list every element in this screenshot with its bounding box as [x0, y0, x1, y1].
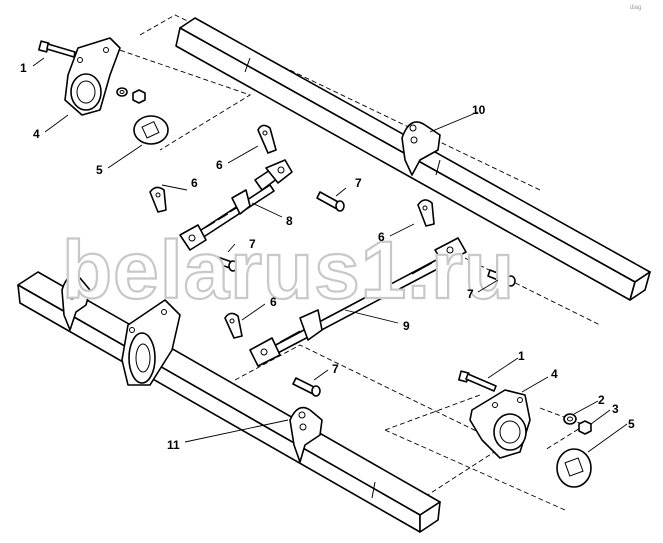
callout-6-b: 6 — [191, 176, 198, 190]
callout-6-c: 6 — [378, 230, 385, 244]
plate-5-top — [133, 115, 169, 145]
callout-7-c: 7 — [467, 287, 474, 301]
linkage-8 — [179, 159, 293, 251]
callout-3: 3 — [612, 402, 619, 416]
callout-7-d: 7 — [332, 362, 339, 376]
clevis-pin-7-b — [209, 254, 238, 272]
lynch-pin-6-b — [149, 186, 167, 213]
callout-7-b: 7 — [249, 237, 256, 251]
callout-2: 2 — [598, 393, 605, 407]
bracket-4-top — [64, 37, 121, 116]
callout-1-bottom: 1 — [518, 349, 525, 363]
bolt-1-bottom — [458, 370, 497, 392]
bolt-1-top — [38, 40, 76, 58]
lynch-pin-6-d — [224, 312, 243, 339]
callout-5-top: 5 — [96, 163, 103, 177]
callout-5-bottom: 5 — [628, 417, 635, 431]
washer-2-bottom — [563, 413, 577, 425]
lynch-pin-6-a — [257, 124, 277, 154]
clevis-pin-7-c — [487, 269, 516, 287]
callout-4-top: 4 — [33, 127, 40, 141]
flange-mounted-beam-11 — [121, 299, 181, 386]
callout-7-a: 7 — [355, 176, 362, 190]
callout-11: 11 — [167, 438, 180, 452]
plate-5-bottom — [556, 448, 592, 488]
callout-10: 10 — [472, 103, 486, 117]
callout-9: 9 — [403, 319, 410, 333]
clevis-pin-7-d — [292, 377, 321, 397]
washer-2-top — [116, 87, 128, 97]
nut-3-top — [132, 89, 146, 104]
callout-leaders — [32, 57, 628, 453]
bracket-4-bottom — [469, 389, 531, 459]
callout-1-top: 1 — [20, 61, 27, 75]
callout-numbers: 1 4 5 6 6 7 8 7 10 6 7 6 9 7 11 1 4 2 3 … — [20, 61, 635, 452]
callout-6-a: 6 — [216, 158, 223, 172]
corner-mark: diag — [630, 5, 641, 11]
watermark-text: belarus1.ru — [62, 225, 515, 316]
linkage-9 — [249, 237, 467, 367]
beam-11 — [17, 271, 441, 533]
nut-3-bottom — [578, 420, 592, 435]
callout-4-bottom: 4 — [551, 367, 558, 381]
clevis-pin-7-a — [316, 191, 345, 212]
callout-6-d: 6 — [270, 295, 277, 309]
beam-10 — [175, 17, 651, 301]
callout-8: 8 — [286, 214, 293, 228]
lynch-pin-6-c — [417, 199, 435, 227]
